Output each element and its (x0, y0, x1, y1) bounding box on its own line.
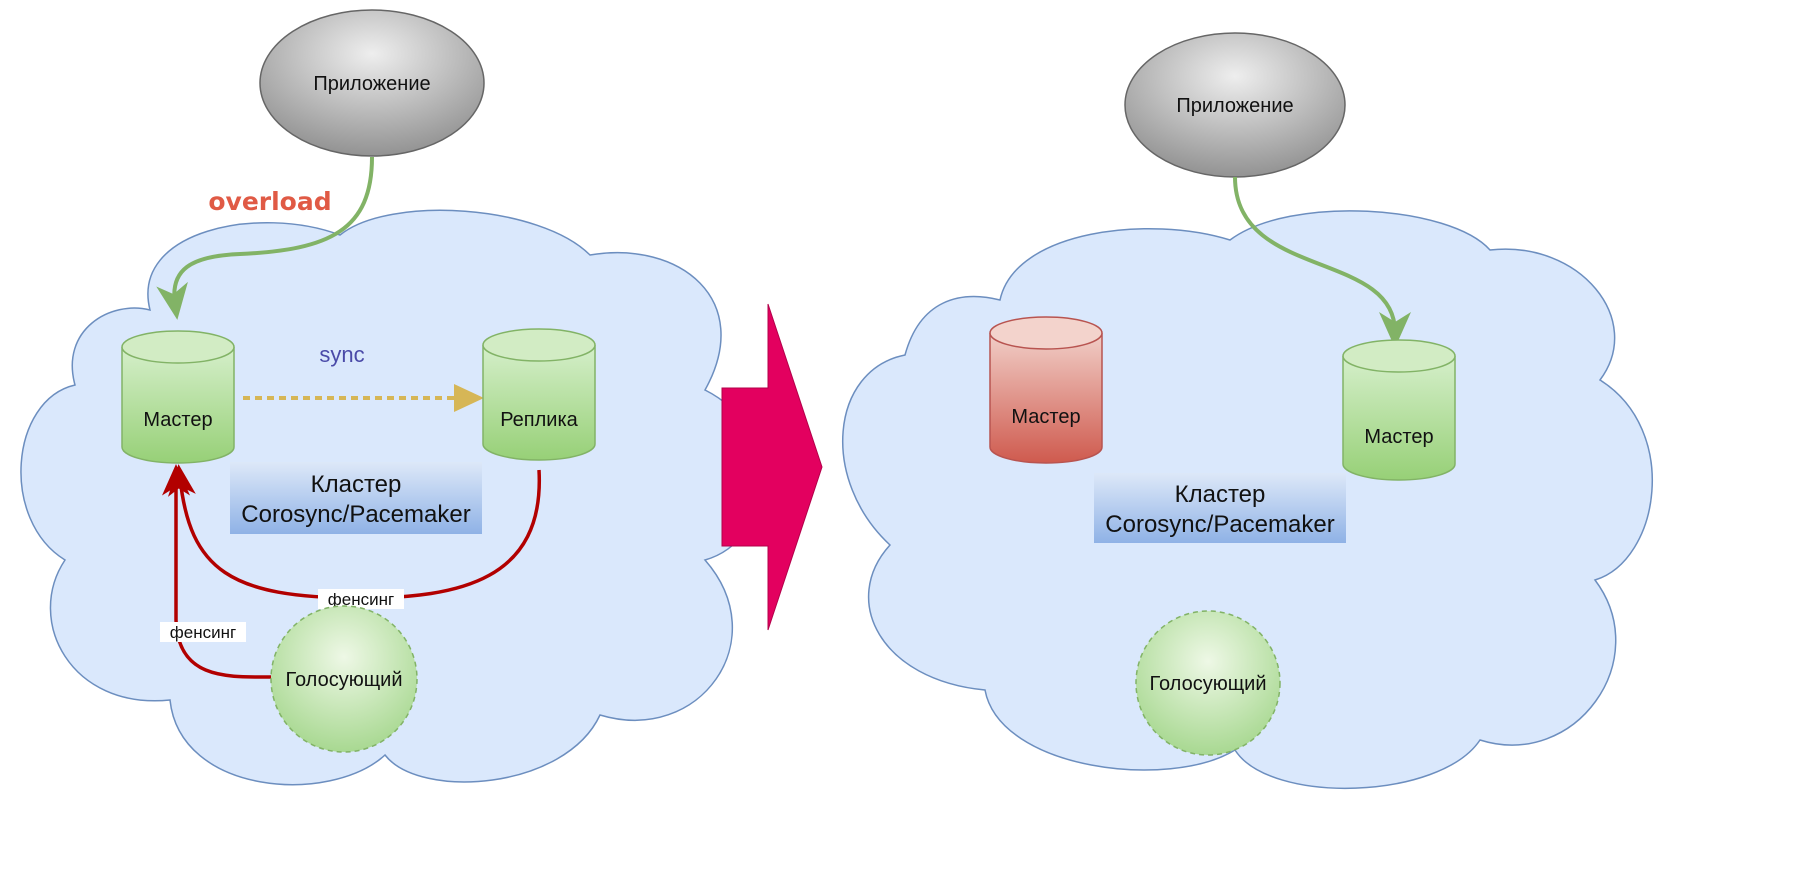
right-cluster-line2: Corosync/Pacemaker (1105, 511, 1334, 538)
left-cluster-line2: Corosync/Pacemaker (241, 501, 470, 528)
left-cluster-line1: Кластер (311, 471, 402, 498)
right-voter-label: Голосующий (1150, 673, 1267, 695)
left-master-db: Мастер (121, 330, 235, 464)
right-cluster-line1: Кластер (1175, 481, 1266, 508)
left-cluster-label: Кластер Corosync/Pacemaker (230, 462, 482, 534)
left-overload-arrow (156, 156, 374, 320)
left-replica-label: Реплика (500, 409, 578, 431)
sync-label: sync (319, 342, 364, 367)
overload-label: overload (208, 187, 331, 216)
left-app-node: Приложение (259, 9, 485, 157)
transition-arrow (721, 303, 823, 631)
right-failed-master-label: Мастер (1011, 406, 1080, 428)
right-new-master-db: Мастер (1342, 339, 1456, 481)
right-voter-node: Голосующий (1135, 610, 1281, 756)
left-voter-label: Голосующий (286, 669, 403, 691)
left-voter-node: Голосующий (270, 605, 418, 753)
left-app-label: Приложение (313, 73, 430, 95)
right-cluster-label: Кластер Corosync/Pacemaker (1094, 473, 1346, 543)
left-panel: Приложение overload sync Мастер Реплика … (20, 9, 763, 786)
right-panel: Приложение Мастер Мастер Кластер Corosyn… (842, 32, 1653, 789)
left-master-label: Мастер (143, 409, 212, 431)
fencing-label-left: фенсинг (170, 623, 236, 642)
right-app-label: Приложение (1176, 95, 1293, 117)
right-app-node: Приложение (1124, 32, 1346, 178)
right-failed-master-db: Мастер (989, 316, 1103, 464)
fencing-label-right: фенсинг (328, 590, 394, 609)
left-replica-db: Реплика (482, 328, 596, 461)
right-new-master-label: Мастер (1364, 426, 1433, 448)
right-app-arrow (1233, 176, 1411, 348)
